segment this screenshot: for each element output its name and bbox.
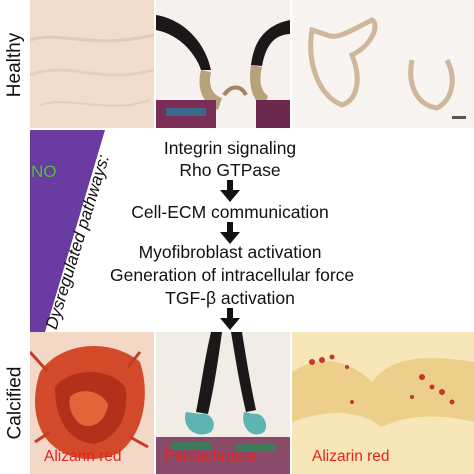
down-arrow-icon: [220, 180, 240, 202]
stain-label-alizarin-1: Alizarin red: [44, 448, 122, 465]
healthy-label: Healthy: [4, 32, 26, 98]
pathway-step-intracellular-force: Generation of intracellular force: [110, 265, 355, 285]
row-label-healthy: Healthy: [0, 0, 30, 130]
calcified-alizarin-micrograph-2: Alizarin red: [292, 332, 474, 474]
stain-label-alizarin-2: Alizarin red: [312, 448, 390, 465]
calcified-pentachrome-micrograph: Pentachrome: [156, 332, 290, 474]
stain-label-pentachrome: Pentachrome: [164, 448, 257, 465]
pathway-step-integrin: Integrin signaling: [163, 138, 297, 158]
down-arrow-icon: [220, 222, 240, 244]
healthy-pentachrome-micrograph: [156, 0, 290, 128]
pathway-step-rho: Rho GTPase: [179, 160, 281, 180]
no-label: NO: [31, 162, 57, 181]
calcified-alizarin-micrograph: Alizarin red: [30, 332, 154, 474]
calcified-label: Calcified: [4, 366, 25, 440]
pathway-step-myofibroblast: Myofibroblast activation: [138, 242, 322, 262]
healthy-alizarin-micrograph: [30, 0, 154, 128]
no-indicator-wedge: [30, 130, 105, 332]
healthy-alizarin-micrograph-2: [292, 0, 474, 128]
row-label-calcified: Calcified: [0, 332, 30, 474]
down-arrow-icon: [220, 308, 240, 330]
pathway-step-cell-ecm: Cell-ECM communication: [131, 202, 329, 222]
pathway-step-tgf-beta: TGF-β activation: [165, 288, 295, 308]
